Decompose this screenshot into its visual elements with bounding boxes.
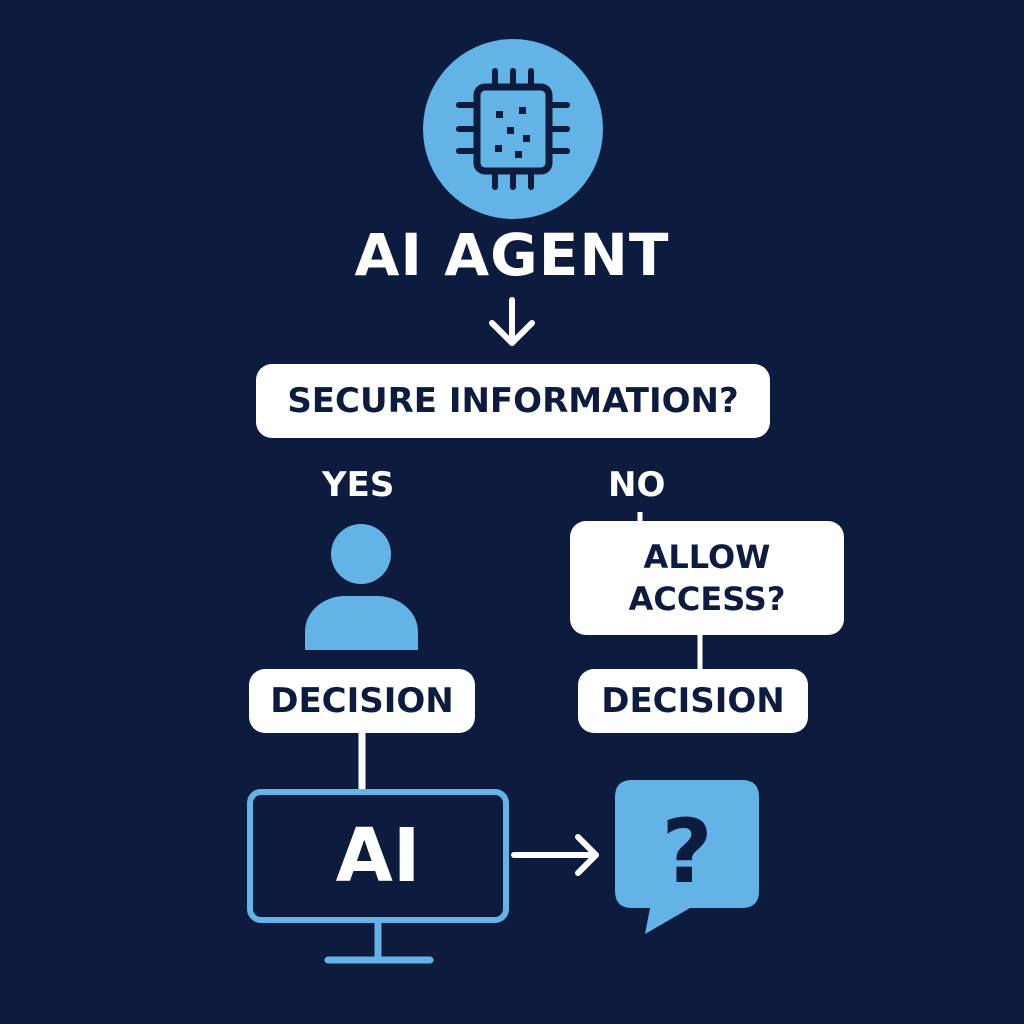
arrow-down-icon (489, 297, 535, 346)
monitor-label: AI (335, 813, 421, 899)
person-icon (305, 524, 418, 650)
yes-label: YES (322, 465, 395, 505)
speech-bubble-text: ? (661, 800, 712, 903)
decision-right-label: DECISION (601, 681, 785, 721)
allow-access-line2: ACCESS? (628, 580, 786, 618)
diagram-title: AI AGENT (354, 221, 670, 289)
decision-box-right: DECISION (578, 669, 808, 733)
chip-icon (423, 39, 603, 219)
arrow-right-icon (511, 834, 599, 876)
secure-information-label: SECURE INFORMATION? (287, 381, 739, 421)
monitor-icon (324, 919, 434, 964)
speech-bubble-icon: ? (615, 780, 759, 934)
monitor-screen: AI (247, 789, 509, 923)
allow-access-line1: ALLOW (643, 538, 771, 576)
secure-information-box: SECURE INFORMATION? (256, 364, 770, 438)
no-label: NO (608, 465, 666, 505)
allow-access-box: ALLOW ACCESS? (570, 521, 844, 635)
decision-left-label: DECISION (270, 681, 454, 721)
decision-box-left: DECISION (249, 669, 475, 733)
